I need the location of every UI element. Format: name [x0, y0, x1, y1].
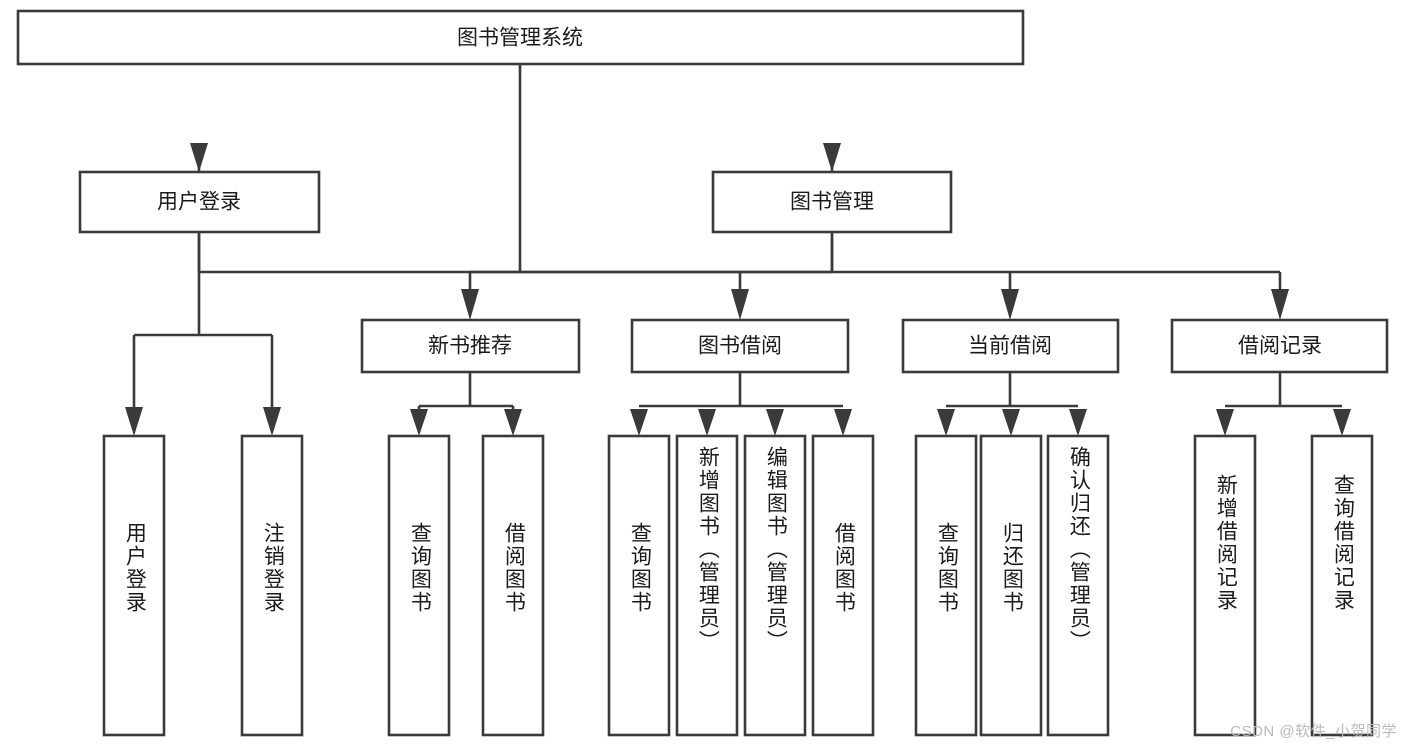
arrow-head-leaf-add-book	[698, 409, 716, 436]
arrow-head-leaf-borrow-book-1	[504, 409, 522, 436]
leaf-box-borrow-book-1[interactable]	[481, 434, 545, 737]
connector-group-current-borrow-to-leaves	[937, 372, 1087, 436]
node-book-manage-box[interactable]	[711, 170, 953, 234]
arrow-head-leaf-add-record	[1216, 409, 1234, 436]
node-book-borrow[interactable]: 图书借阅	[630, 318, 850, 374]
arrow-head-book-borrow	[731, 289, 749, 320]
connector-group-new-book-recommend-to-leaves	[410, 372, 522, 436]
leaf-box-confirm-return[interactable]	[1046, 434, 1110, 737]
arrow-head-leaf-query-record	[1333, 409, 1351, 436]
connector-group-root-to-level1	[190, 64, 841, 274]
arrow-head-borrow-record	[1271, 289, 1289, 320]
node-root[interactable]: 图书管理系统	[16, 9, 1025, 66]
node-book-manage[interactable]: 图书管理	[711, 170, 953, 234]
node-book-manage-label: 图书管理	[790, 191, 874, 214]
leaf-box-borrow-book-2[interactable]	[811, 434, 875, 737]
connector-group-user-login-to-leaves	[125, 232, 281, 436]
leaf-box-return-book[interactable]	[979, 434, 1043, 737]
arrow-head-leaf-return-book	[1002, 409, 1020, 436]
leaf-boxes	[102, 434, 1374, 737]
connector-group-book-borrow-to-leaves	[630, 372, 852, 436]
arrow-head-leaf-borrow-book-2	[834, 409, 852, 436]
arrow-head-current-borrow	[1001, 289, 1019, 320]
leaf-box-query-book-2[interactable]	[607, 434, 671, 737]
leaf-box-query-record[interactable]	[1310, 434, 1374, 737]
leaf-box-add-record[interactable]	[1193, 434, 1257, 737]
node-borrow-record-box[interactable]	[1170, 318, 1389, 374]
watermark-text: CSDN @软件_小贺同学	[1230, 723, 1397, 740]
arrow-head-leaf-query-book-1	[410, 409, 428, 436]
node-new-book-recommend-box[interactable]	[360, 318, 581, 374]
node-current-borrow-label: 当前借阅	[968, 335, 1052, 358]
connector-group-borrow-record-to-leaves	[1216, 372, 1351, 436]
leaf-box-logout-login[interactable]	[240, 434, 304, 737]
leaf-box-query-book-3[interactable]	[914, 434, 978, 737]
arrow-head-book-manage	[823, 143, 841, 172]
arrow-head-leaf-logout-login	[263, 407, 281, 436]
arrow-head-leaf-query-book-2	[630, 409, 648, 436]
leaf-box-user-login[interactable]	[102, 434, 166, 737]
node-current-borrow-box[interactable]	[901, 318, 1120, 374]
node-borrow-record-label: 借阅记录	[1238, 335, 1322, 358]
node-book-borrow-label: 图书借阅	[698, 335, 782, 358]
node-root-box[interactable]	[16, 9, 1025, 66]
node-root-label: 图书管理系统	[457, 27, 583, 50]
arrow-head-leaf-edit-book	[766, 409, 784, 436]
node-borrow-record[interactable]: 借阅记录	[1170, 318, 1389, 374]
node-user-login-label: 用户登录	[157, 191, 241, 214]
node-user-login-box[interactable]	[78, 170, 321, 234]
leaf-box-add-book[interactable]	[675, 434, 739, 737]
arrow-head-leaf-user-login	[125, 407, 143, 436]
connector-group-book-manage-to-level2	[461, 232, 1289, 320]
node-current-borrow[interactable]: 当前借阅	[901, 318, 1120, 374]
node-new-book-recommend[interactable]: 新书推荐	[360, 318, 581, 374]
node-new-book-recommend-label: 新书推荐	[428, 335, 512, 358]
node-user-login[interactable]: 用户登录	[78, 170, 321, 234]
arrow-head-leaf-confirm-return	[1069, 409, 1087, 436]
leaf-box-edit-book[interactable]	[743, 434, 807, 737]
node-book-borrow-box[interactable]	[630, 318, 850, 374]
arrow-head-new-book-recommend	[461, 289, 479, 320]
leaf-box-query-book-1[interactable]	[387, 434, 451, 737]
arrow-head-user-login	[190, 143, 208, 172]
arrow-head-leaf-query-book-3	[937, 409, 955, 436]
